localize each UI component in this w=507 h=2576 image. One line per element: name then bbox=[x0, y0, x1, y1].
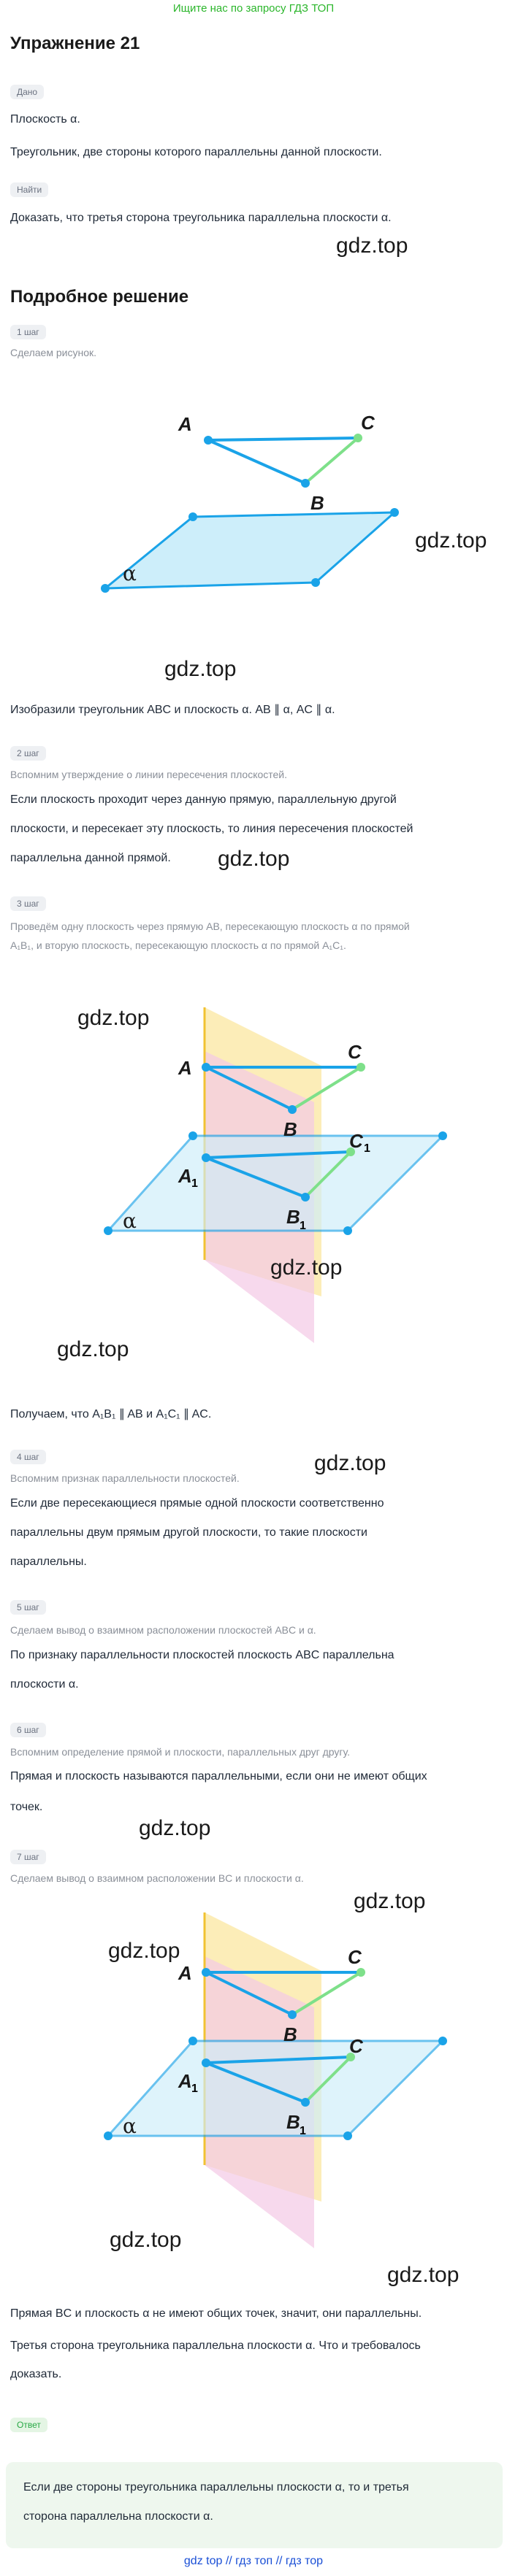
svg-text:A: A bbox=[178, 1962, 192, 1984]
watermark: gdz.top bbox=[314, 1451, 386, 1475]
step-text: параллельна данной прямой. bbox=[10, 852, 171, 864]
side-ac bbox=[207, 437, 359, 442]
step-text: параллельны. bbox=[10, 1556, 87, 1568]
step-text: Если две пересекающиеся прямые одной пло… bbox=[10, 1497, 384, 1510]
step-pill: 7 шаг bbox=[10, 1850, 46, 1864]
svg-text:A: A bbox=[178, 1057, 192, 1079]
step-text: Получаем, что A₁B₁ ∥ AB и A₁C₁ ∥ AC. bbox=[10, 1408, 212, 1420]
plane-alpha bbox=[102, 511, 398, 590]
step-muted: Вспомним признак параллельности плоскост… bbox=[10, 1472, 240, 1484]
watermark: gdz.top bbox=[77, 1006, 150, 1030]
watermark: gdz.top bbox=[218, 847, 290, 871]
footer-links[interactable]: gdz top // гдз топ // гдз тор bbox=[183, 2555, 324, 2567]
svg-text:1: 1 bbox=[364, 1142, 370, 1155]
watermark: gdz.top bbox=[57, 1337, 129, 1361]
step-text: плоскости, и пересекает эту плоскость, т… bbox=[10, 823, 413, 835]
label-a: A bbox=[178, 413, 192, 435]
find-text: Доказать, что третья сторона треугольник… bbox=[10, 212, 392, 224]
watermark: gdz.top bbox=[164, 657, 237, 681]
step-muted: Вспомним утверждение о линии пересечения… bbox=[10, 769, 288, 780]
solution-title: Подробное решение bbox=[10, 287, 189, 307]
side-ab bbox=[207, 439, 306, 485]
given-pill: Дано bbox=[10, 85, 45, 99]
step-pill: 1 шаг bbox=[10, 325, 46, 339]
watermark: gdz.top bbox=[336, 234, 408, 258]
step-text: доказать. bbox=[10, 2368, 62, 2380]
side-bc bbox=[304, 437, 359, 485]
given-text-1: Плоскость α. bbox=[10, 113, 80, 126]
step-text: Если плоскость проходит через данную пря… bbox=[10, 793, 397, 806]
watermark: gdz.top bbox=[387, 2263, 460, 2287]
svg-text:C: C bbox=[349, 1130, 364, 1152]
label-c: C bbox=[361, 412, 376, 434]
step-text: плоскости α. bbox=[10, 1678, 79, 1691]
svg-text:B: B bbox=[283, 1118, 297, 1140]
watermark: gdz.top bbox=[415, 528, 487, 553]
svg-text:1: 1 bbox=[300, 1220, 306, 1232]
watermark: gdz.top bbox=[108, 1939, 180, 1963]
svg-text:B: B bbox=[286, 1206, 300, 1228]
step-text: Изобразили треугольник ABC и плоскость α… bbox=[10, 704, 335, 716]
given-text-2: Треугольник, две стороны которого паралл… bbox=[10, 146, 382, 158]
figure-1: A B C α bbox=[101, 412, 399, 593]
watermark: gdz.top bbox=[110, 2228, 182, 2252]
step-muted: Вспомним определение прямой и плоскости,… bbox=[10, 1746, 351, 1758]
svg-text:A: A bbox=[178, 2070, 192, 2092]
step-pill: 3 шаг bbox=[10, 896, 46, 911]
svg-text:1: 1 bbox=[191, 1177, 198, 1190]
step-pill: 6 шаг bbox=[10, 1723, 46, 1737]
step-pill: 4 шаг bbox=[10, 1450, 46, 1464]
answer-text: сторона параллельна плоскости α. bbox=[23, 2510, 213, 2523]
label-alpha: α bbox=[123, 561, 137, 585]
svg-text:α: α bbox=[123, 1209, 137, 1233]
find-pill: Найти bbox=[10, 182, 49, 197]
svg-text:α: α bbox=[123, 2114, 137, 2138]
step-muted: A₁B₁, и вторую плоскость, пересекающую п… bbox=[10, 939, 346, 951]
answer-box bbox=[6, 2462, 503, 2548]
step-muted: Сделаем вывод о взаимном расположении BC… bbox=[10, 1872, 304, 1884]
svg-text:1: 1 bbox=[191, 2083, 198, 2095]
page-title: Упражнение 21 bbox=[10, 34, 140, 53]
svg-text:C: C bbox=[349, 2035, 364, 2057]
answer-text: Если две стороны треугольника параллельн… bbox=[23, 2481, 409, 2494]
step-pill: 5 шаг bbox=[10, 1600, 46, 1615]
watermark: gdz.top bbox=[139, 1816, 211, 1840]
step-text: параллельны двум прямым другой плоскости… bbox=[10, 1526, 367, 1539]
step-muted: Проведём одну плоскость через прямую AB,… bbox=[10, 920, 410, 932]
step-pill: 2 шаг bbox=[10, 746, 46, 761]
top-banner[interactable]: Ищите нас по запросу ГДЗ ТОП bbox=[172, 2, 335, 15]
svg-text:B: B bbox=[286, 2111, 300, 2133]
svg-text:A: A bbox=[178, 1165, 192, 1187]
point-a bbox=[204, 436, 213, 445]
step-text: Третья сторона треугольника параллельна … bbox=[10, 2339, 421, 2352]
step-text: Прямая и плоскость называются параллельн… bbox=[10, 1770, 427, 1783]
label-b: B bbox=[310, 492, 324, 514]
svg-text:1: 1 bbox=[300, 2125, 306, 2137]
point-b bbox=[301, 479, 310, 488]
step-text: По признаку параллельности плоскостей пл… bbox=[10, 1649, 394, 1661]
step-muted: Сделаем вывод о взаимном расположении пл… bbox=[10, 1624, 316, 1636]
step-text: Прямая BC и плоскость α не имеют общих т… bbox=[10, 2307, 422, 2320]
watermark: gdz.top bbox=[354, 1889, 426, 1913]
step-text: точек. bbox=[10, 1801, 43, 1813]
watermark: gdz.top bbox=[270, 1256, 343, 1280]
svg-text:C: C bbox=[348, 1946, 362, 1968]
answer-pill: Ответ bbox=[10, 2418, 47, 2432]
point-c bbox=[354, 434, 362, 442]
svg-text:C: C bbox=[348, 1041, 362, 1063]
step-muted: Сделаем рисунок. bbox=[10, 347, 96, 358]
svg-text:B: B bbox=[283, 2023, 297, 2045]
